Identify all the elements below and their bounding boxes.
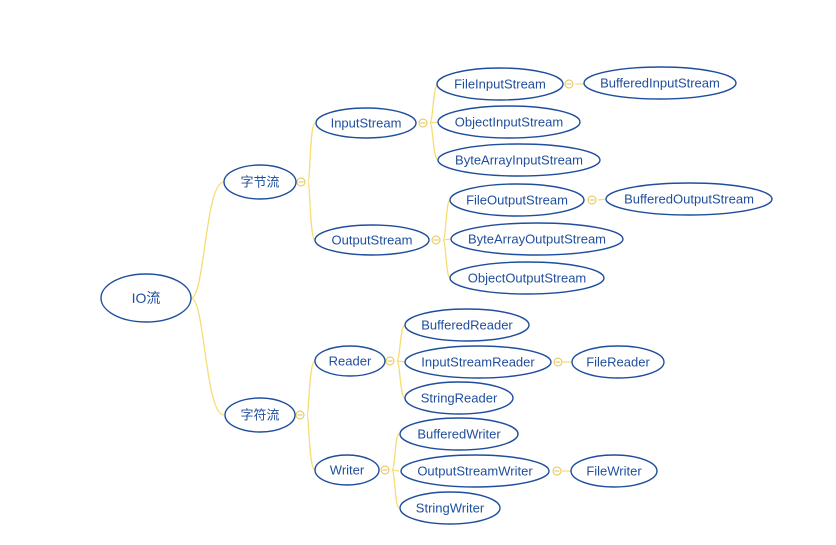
edge-outputstream-objectoutputstream [442,239,451,279]
node-bufferedoutputstream-label: BufferedOutputStream [624,192,754,207]
edge-root-charstream [190,297,225,416]
node-outputstream-label: OutputStream [332,233,413,248]
edge-outputstream-bytearrayoutputstream [442,238,452,241]
node-stringwriter[interactable]: StringWriter [399,491,501,525]
node-bytearrayinputstream-label: ByteArrayInputStream [455,153,583,168]
node-filewriter-label: FileWriter [586,464,642,479]
node-byte-stream[interactable]: 字节流 [223,164,297,200]
edge-bytestream-inputstream [307,122,316,183]
node-reader-label: Reader [329,354,372,369]
node-writer-label: Writer [330,463,365,478]
edge-charstream-reader [306,360,316,416]
node-bufferedreader-label: BufferedReader [421,318,513,333]
collapse-toggle-fileoutputstream[interactable] [587,195,597,205]
node-inputstreamreader-label: InputStreamReader [421,355,535,370]
node-io-stream[interactable]: IO流 [100,273,192,323]
collapse-toggle-inputstreamreader[interactable] [553,357,563,367]
node-reader[interactable]: Reader [314,345,386,377]
node-fileinputstream-label: FileInputStream [454,77,546,92]
edge-inputstream-objectinputstream [429,121,439,124]
node-objectinputstream[interactable]: ObjectInputStream [437,105,581,139]
node-filewriter[interactable]: FileWriter [570,454,658,488]
collapse-toggle-bytestream[interactable] [296,177,306,187]
node-bufferedwriter[interactable]: BufferedWriter [399,417,519,451]
edge-reader-bufferedreader [396,324,406,362]
node-io-stream-label: IO流 [132,290,161,306]
node-char-stream[interactable]: 字符流 [224,397,296,433]
node-objectoutputstream[interactable]: ObjectOutputStream [449,261,605,295]
node-stringwriter-label: StringWriter [416,501,485,516]
collapse-toggle-fileinputstream[interactable] [564,79,574,89]
node-bufferedinputstream-label: BufferedInputStream [600,76,720,91]
collapse-toggle-inputstream[interactable] [418,118,428,128]
node-outputstreamwriter[interactable]: OutputStreamWriter [400,454,550,488]
node-bufferedreader[interactable]: BufferedReader [404,308,530,342]
node-fileoutputstream[interactable]: FileOutputStream [449,183,585,217]
node-outputstreamwriter-label: OutputStreamWriter [417,464,533,479]
node-bufferedoutputstream[interactable]: BufferedOutputStream [605,182,773,216]
node-fileinputstream[interactable]: FileInputStream [436,67,564,101]
node-objectinputstream-label: ObjectInputStream [455,115,563,130]
node-objectoutputstream-label: ObjectOutputStream [468,271,587,286]
node-bufferedwriter-label: BufferedWriter [417,427,501,442]
node-bytearrayinputstream[interactable]: ByteArrayInputStream [437,143,601,177]
node-bufferedinputstream[interactable]: BufferedInputStream [583,66,737,100]
edge-root-bytestream [190,181,225,299]
edge-writer-bufferedwriter [391,433,400,471]
node-char-stream-label: 字符流 [240,408,279,423]
node-inputstreamreader[interactable]: InputStreamReader [404,345,552,379]
edge-reader-stringreader [396,360,406,399]
collapse-toggle-outputstream[interactable] [431,235,441,245]
edge-inputstream-fileinputstream [429,83,439,124]
collapse-toggle-writer[interactable] [380,465,390,475]
node-inputstream-label: InputStream [331,116,402,131]
collapse-markers [295,79,597,476]
node-bytearrayoutputstream-label: ByteArrayOutputStream [468,232,606,247]
edge-writer-stringwriter [391,469,400,509]
edge-charstream-writer [306,414,316,471]
node-outputstream[interactable]: OutputStream [314,224,430,256]
node-bytearrayoutputstream[interactable]: ByteArrayOutputStream [450,222,624,256]
node-writer[interactable]: Writer [314,454,380,486]
node-filereader-label: FileReader [586,355,650,370]
edge-bytestream-outputstream [307,181,316,241]
node-byte-stream-label: 字节流 [240,175,279,190]
edge-inputstream-bytearrayinputstream [429,122,439,161]
node-stringreader[interactable]: StringReader [404,381,514,415]
edge-fileoutputstream-bufferedoutputstream [597,198,607,201]
collapse-toggle-outputstreamwriter[interactable] [552,466,562,476]
edge-outputstream-fileoutputstream [442,199,451,241]
node-filereader[interactable]: FileReader [571,345,665,379]
edge-writer-outputstreamwriter [391,469,400,472]
collapse-toggle-charstream[interactable] [295,410,305,420]
node-stringreader-label: StringReader [421,391,498,406]
node-inputstream[interactable]: InputStream [315,107,417,139]
collapse-toggle-reader[interactable] [385,356,395,366]
node-fileoutputstream-label: FileOutputStream [466,193,568,208]
